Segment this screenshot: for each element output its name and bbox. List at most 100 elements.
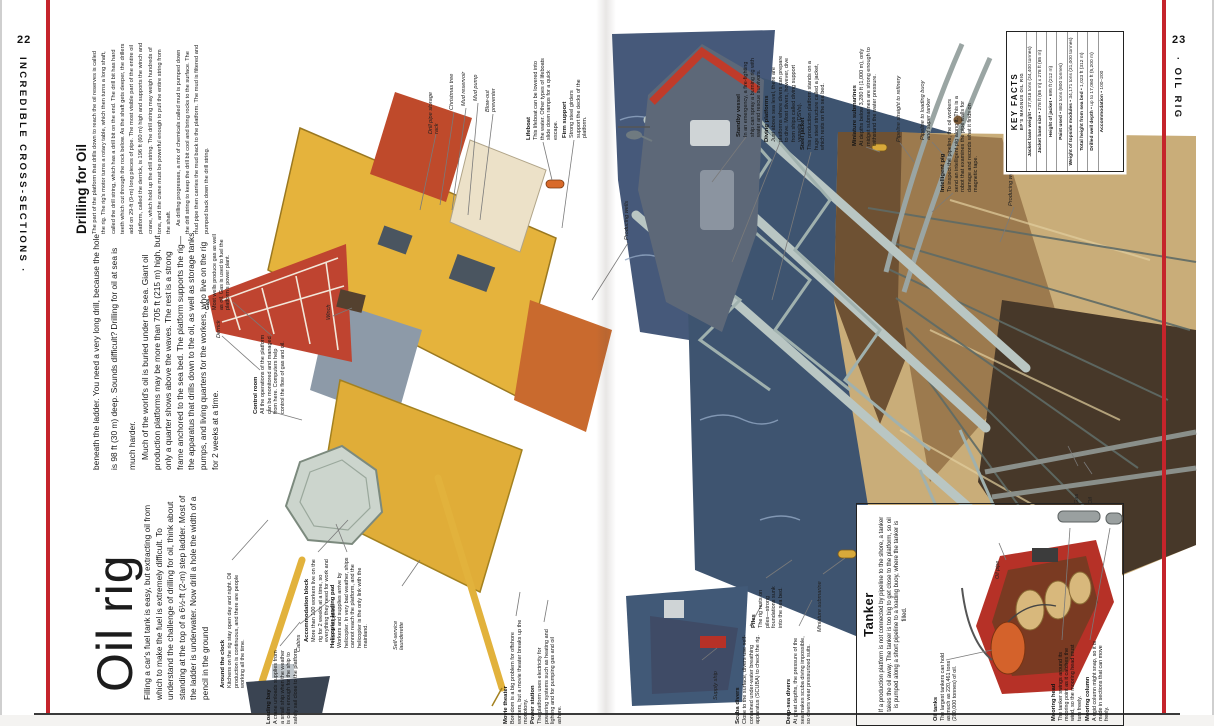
tanker-box: Tanker If a production platform is not c… bbox=[856, 503, 1124, 726]
label-christmas-tree: Christmas tree bbox=[449, 73, 455, 110]
key-facts-row: Drilled well depth • up to 17,060 ft (5,… bbox=[1087, 32, 1098, 171]
caption-clock-title: Around the clock bbox=[220, 639, 226, 688]
kf-value: 34,171 tons (31,000 tonnes) bbox=[1069, 37, 1075, 99]
caption-mooring-head-body: The tanker swings around its mooring poi… bbox=[1057, 644, 1083, 721]
caption-diving-body: Just above sea level, there are platform… bbox=[771, 55, 804, 142]
caption-mini-subs-title: Miniature submarines bbox=[852, 85, 858, 146]
caption-deep-sea-body: At great depths, the pressure of the sea… bbox=[793, 636, 813, 724]
caption-steel-jacket-body: This production platform stands on a hug… bbox=[807, 61, 827, 150]
page-number-23: 23 bbox=[1172, 34, 1187, 46]
kf-sep: • bbox=[1079, 86, 1085, 92]
caption-piles-body: The rig rests on piles—strong foundation… bbox=[758, 586, 784, 628]
key-facts-row: Height of jacket • 695 ft (212 m) bbox=[1046, 32, 1057, 171]
tanker-box-body: If a production platform is not connecte… bbox=[879, 516, 908, 713]
label-mud-reservoir: Mud reservoir bbox=[461, 71, 467, 106]
kf-label: Jacket base weight bbox=[1028, 112, 1034, 157]
caption-lifeboat-title: Lifeboat bbox=[526, 117, 532, 140]
caption-standby-body: In an emergency, a fire-fighting ship ca… bbox=[743, 58, 763, 137]
kf-label: Drilled well depth bbox=[1089, 110, 1095, 151]
label-mud-pump: Mud pump bbox=[473, 74, 479, 101]
label-producing-wells-2: Producing wells bbox=[1008, 166, 1014, 206]
intro-column-1: Filling a car's fuel tank is easy, but e… bbox=[142, 495, 210, 700]
right-page-edge bbox=[1212, 0, 1214, 726]
caption-pig-body: To inspect the pipeline, the oil workers… bbox=[947, 96, 980, 192]
caption-movie-body: Boredom is a big problem for offshore wo… bbox=[510, 619, 530, 724]
kf-sep: • bbox=[1089, 105, 1095, 111]
caption-accommodation-body: More than 100 workers live on the rig fo… bbox=[311, 559, 337, 642]
caption-deep-sea-title: Deep-sea divers bbox=[786, 678, 792, 724]
caption-accommodation-title: Accommodation block bbox=[304, 578, 310, 642]
page-number-22: 22 bbox=[17, 34, 32, 46]
drilling-for-oil-section: Drilling for Oil The part of the platfor… bbox=[74, 42, 212, 234]
bottom-page-edge bbox=[34, 713, 1180, 715]
kf-sep: • bbox=[1038, 110, 1044, 115]
caption-loading-bay-body: A crane unloads supplies from a small sh… bbox=[273, 647, 299, 724]
kf-value: 882 tons (800 tonnes) bbox=[1059, 63, 1065, 111]
kf-label: Accommodation bbox=[1100, 94, 1106, 133]
label-winch: Winch bbox=[326, 304, 332, 321]
running-head-right: · OIL RIG bbox=[1172, 57, 1183, 120]
kf-label: Weight of topside modules bbox=[1069, 103, 1075, 166]
caption-power-title: Power station bbox=[530, 685, 536, 724]
kf-value: 278 ft (85 m) x 278 ft (85 m) bbox=[1038, 49, 1044, 111]
section-body-2: As drilling progresses, a mix of chemica… bbox=[175, 44, 210, 234]
caption-oil-tanks-body: The largest tankers can hold as much as … bbox=[939, 652, 959, 721]
kf-label: Paint used bbox=[1059, 115, 1065, 140]
kf-sep: • bbox=[1059, 110, 1065, 116]
key-facts-row: Total height from sea bed • 1,023 ft (31… bbox=[1077, 32, 1088, 171]
caption-scuba-body: Close to the surface, divers use self-co… bbox=[742, 635, 762, 724]
label-supply-ship: Supply ship bbox=[713, 671, 719, 700]
right-red-rule bbox=[1162, 0, 1166, 726]
label-blow-out-preventer: Blow-out preventer bbox=[485, 88, 498, 112]
kf-label: Total height from sea bed bbox=[1079, 91, 1085, 151]
label-self-service-launderette: Self-service launderette bbox=[393, 620, 406, 650]
kf-sep: • bbox=[1028, 107, 1034, 113]
caption-scuba-title: Scuba divers bbox=[735, 687, 741, 724]
caption-clock-body: Kitchens on the rig stay open day and ni… bbox=[227, 572, 247, 688]
tanker-box-title: Tanker bbox=[861, 592, 876, 637]
label-oil-pipe: Oil bbox=[1088, 497, 1094, 504]
caption-gas-title: Gas bbox=[205, 298, 211, 310]
caption-pig-title: Intelligent pig bbox=[940, 153, 946, 192]
section-body-1: The part of the platform that drills dow… bbox=[92, 42, 173, 234]
section-heading: Drilling for Oil bbox=[74, 144, 89, 234]
intro-column-2: beneath the ladder. You need a very long… bbox=[86, 230, 221, 470]
key-facts-box: KEY FACTS BP'S MAGNUS OIL RIG Jacket bas… bbox=[1006, 31, 1124, 172]
label-pipeline-buoy: Pipeline to loading buoy and super tanke… bbox=[920, 80, 933, 140]
caption-movie-title: Movie theater bbox=[503, 686, 509, 724]
intro-col2-para1: beneath the ladder. You need a very long… bbox=[91, 233, 137, 470]
kf-label: Height of jacket bbox=[1048, 100, 1054, 138]
caption-standby-title: Standby vessel bbox=[736, 94, 742, 137]
bottom-paper-margin bbox=[0, 715, 1214, 726]
label-gas-pipe: Gas bbox=[1074, 493, 1080, 504]
caption-power-body: The platform uses electricity for poweri… bbox=[537, 629, 563, 724]
spread-gutter-shadow bbox=[596, 0, 616, 714]
label-cabins: Cabins bbox=[296, 634, 302, 652]
caption-mooring-column-title: Mooring column bbox=[1085, 676, 1091, 721]
label-producing-wells-1: Producing wells bbox=[624, 200, 630, 240]
caption-diving-title: Diving platforms bbox=[764, 95, 770, 142]
caption-firm-support-title: Firm support bbox=[562, 101, 568, 138]
kf-value: 37,918 tons (34,400 tonnes) bbox=[1028, 46, 1034, 108]
running-head-left: INCREDIBLE CROSS-SECTIONS · bbox=[17, 57, 28, 274]
caption-helipad-body: Workers and supplies arrive by helicopte… bbox=[337, 557, 370, 649]
kf-value: 1,023 ft (312 m) bbox=[1079, 52, 1085, 87]
key-facts-title: KEY FACTS bbox=[1010, 72, 1019, 131]
